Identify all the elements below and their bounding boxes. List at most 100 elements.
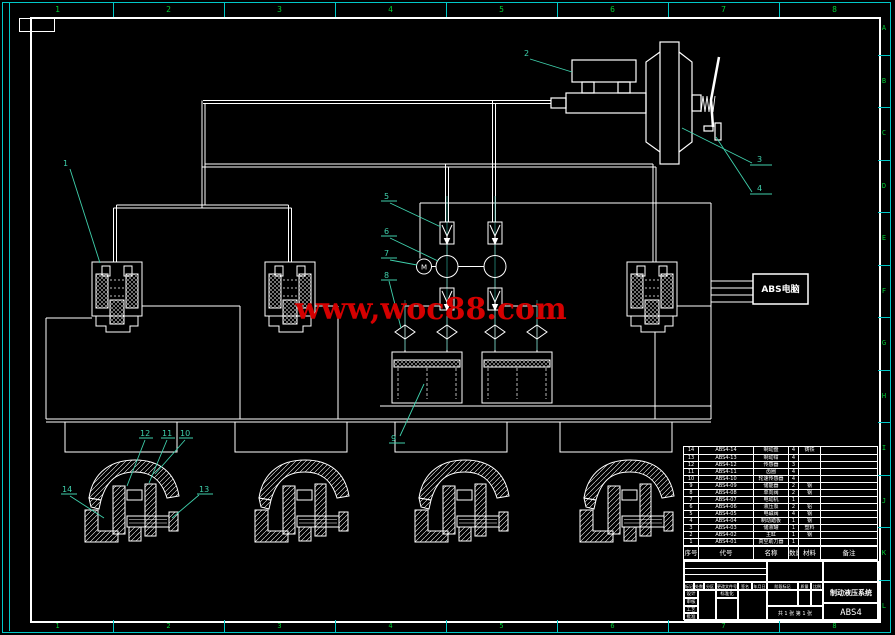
table-cell-qty: 2	[789, 483, 799, 489]
table-cell-code: ABS4-04	[699, 518, 754, 524]
tb-mark: 标记	[684, 582, 694, 590]
table-cell-qty: 2	[789, 490, 799, 496]
zone-letter-right: K	[878, 527, 890, 581]
tb-process: 工艺	[684, 606, 698, 613]
zone-number-bottom: 5	[446, 620, 558, 632]
table-cell-name: 真空助力器	[754, 539, 789, 545]
wheel-cylinder	[91, 261, 143, 333]
zone-number-top: 2	[113, 2, 225, 17]
title-block: 标记 处数 分区 更改文件号 签名 年月日 设计 审核 工艺 批准 标准化 阶段…	[683, 560, 879, 621]
tb-date: 年月日	[752, 582, 767, 590]
check-valve	[394, 324, 416, 340]
balloon-11: 11	[162, 429, 172, 438]
tb-cell	[798, 590, 811, 606]
zone-number-top: 3	[224, 2, 336, 17]
table-cell-no: 14	[684, 447, 699, 454]
balloon-8: 8	[384, 271, 389, 280]
tb-company-cell	[823, 561, 879, 582]
tb-change-doc: 更改文件号	[716, 582, 738, 590]
tb-sign: 签名	[738, 582, 752, 590]
pipe-network	[45, 100, 753, 453]
table-cell-no: 11	[684, 469, 699, 475]
table-cell-material	[799, 469, 821, 475]
table-cell-no: 8	[684, 490, 699, 496]
check-valve	[436, 324, 458, 340]
tb-review: 审核	[684, 598, 698, 606]
table-cell-code: ABS4-13	[699, 455, 754, 461]
drawing-title: 制动液压系统	[823, 582, 879, 603]
table-cell-name: 主缸	[754, 532, 789, 538]
table-cell-code: ABS4-14	[699, 447, 754, 454]
table-cell-code: ABS4-11	[699, 469, 754, 475]
table-cell-qty: 4	[789, 476, 799, 482]
header-material: 材料	[799, 547, 821, 559]
tb-scale: 比例	[811, 582, 823, 590]
tb-sheet-note: 共 1 张 第 1 张	[767, 606, 823, 621]
table-cell-qty: 4	[789, 455, 799, 461]
table-cell-no: 2	[684, 532, 699, 538]
zone-number-top: 5	[446, 2, 558, 17]
zone-letter-right: B	[878, 55, 890, 108]
brake-actuation-unit	[550, 41, 722, 165]
table-cell-qty: 1	[789, 518, 799, 524]
table-cell-qty: 1	[789, 532, 799, 538]
drawing-frame	[30, 17, 881, 623]
balloon-4: 4	[757, 184, 762, 193]
table-cell-code: ABS4-03	[699, 525, 754, 531]
abs-ecu-box: ABS电脑	[752, 273, 809, 305]
table-cell-no: 1	[684, 539, 699, 545]
parts-table-header: 序号 代号 名称 数量 材料 备注	[683, 546, 878, 560]
table-cell-name: 储能器	[754, 483, 789, 489]
table-cell-code: ABS4-06	[699, 504, 754, 510]
centerlines	[404, 196, 538, 350]
table-cell-qty: 1	[789, 525, 799, 531]
table-cell-code: ABS4-02	[699, 532, 754, 538]
revision-row	[684, 568, 767, 575]
zone-number-top: 6	[557, 2, 669, 17]
table-cell-name: 单向阀	[754, 490, 789, 496]
wheel-cylinder	[626, 261, 678, 333]
zone-number-top: 4	[335, 2, 447, 17]
balloon-14: 14	[62, 485, 72, 494]
balloon-13: 13	[199, 485, 209, 494]
wheel-hub-assembly	[414, 459, 510, 543]
table-cell-qty: 3	[789, 462, 799, 468]
table-cell-no: 7	[684, 497, 699, 503]
zone-number-bottom: 6	[557, 620, 669, 632]
hydraulic-pump	[435, 255, 459, 278]
table-cell-no: 3	[684, 525, 699, 531]
table-cell-material	[799, 462, 821, 468]
table-cell-name: 电磁阀	[754, 511, 789, 517]
zone-number-bottom: 2	[113, 620, 225, 632]
table-cell-name: 传感器	[754, 462, 789, 468]
table-cell-code: ABS4-08	[699, 490, 754, 496]
zone-letter-right: A	[878, 2, 890, 56]
check-valve	[484, 324, 506, 340]
balloon-9: 9	[391, 434, 396, 443]
hydraulic-pump	[483, 255, 507, 278]
abs-ecu-label: ABS电脑	[761, 283, 799, 295]
zone-letter-right: L	[881, 601, 887, 610]
tb-sign-cells	[698, 590, 716, 621]
inner-border-line	[9, 2, 10, 631]
fluid-reservoir	[571, 59, 637, 83]
balloon-1: 1	[63, 159, 68, 168]
balloon-7: 7	[384, 249, 389, 258]
table-cell-name: 制动踏板	[754, 518, 789, 524]
table-cell-material: 塑料	[799, 525, 821, 531]
tb-cell	[767, 590, 798, 606]
motor-label: M	[421, 264, 427, 272]
table-cell-qty: 2	[789, 504, 799, 510]
wheel-hub-assembly	[579, 459, 675, 543]
balloon-5: 5	[384, 192, 389, 201]
table-cell-remark	[821, 447, 877, 454]
table-cell-name: 储液罐	[754, 525, 789, 531]
